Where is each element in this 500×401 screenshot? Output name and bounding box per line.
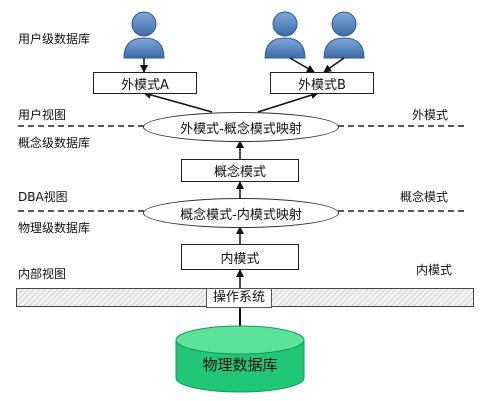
user-icon	[123, 11, 165, 59]
conceptual-schema-text: 概念模式	[213, 165, 266, 180]
user-icon	[264, 11, 306, 59]
internal-schema-label: 内模式	[416, 263, 453, 277]
external-conceptual-mapping-text: 外模式-概念模式映射	[180, 121, 302, 137]
conceptual-level-db-label: 概念级数据库	[18, 136, 91, 150]
external-conceptual-mapping: 外模式-概念模式映射	[143, 112, 339, 142]
arrow-mapping-to-external-b	[257, 91, 319, 113]
operating-system-label: 操作系统	[206, 288, 273, 308]
physical-level-db-label: 物理级数据库	[18, 221, 91, 235]
arrow-user-to-external-b	[323, 57, 345, 73]
arrow-mapping-to-external-a	[143, 91, 213, 113]
database-cylinder	[175, 325, 305, 393]
external-schema-a-text: 外模式A	[121, 77, 169, 93]
internal-schema-text: 内模式	[220, 251, 260, 267]
user-level-db-label: 用户级数据库	[18, 32, 91, 46]
user-icon	[323, 11, 365, 59]
external-schema-a-box: 外模式A	[93, 72, 197, 94]
arrow-user-to-external-b	[289, 57, 315, 73]
conceptual-internal-mapping: 概念模式-内模式映射	[143, 198, 339, 228]
internal-schema-box: 内模式	[181, 244, 299, 270]
conceptual-schema-label: 概念模式	[400, 190, 449, 204]
conceptual-schema-box: 概念模式	[181, 159, 299, 182]
user-view-label: 用户视图	[18, 108, 67, 122]
dba-view-label: DBA视图	[18, 190, 68, 204]
physical-database-label: 物理数据库	[202, 356, 278, 374]
internal-view-label: 内部视图	[18, 267, 67, 281]
external-schema-b-text: 外模式B	[298, 77, 346, 93]
external-schema-b-box: 外模式B	[270, 72, 374, 94]
conceptual-internal-mapping-text: 概念模式-内模式映射	[180, 207, 302, 223]
external-schema-label: 外模式	[412, 108, 449, 122]
